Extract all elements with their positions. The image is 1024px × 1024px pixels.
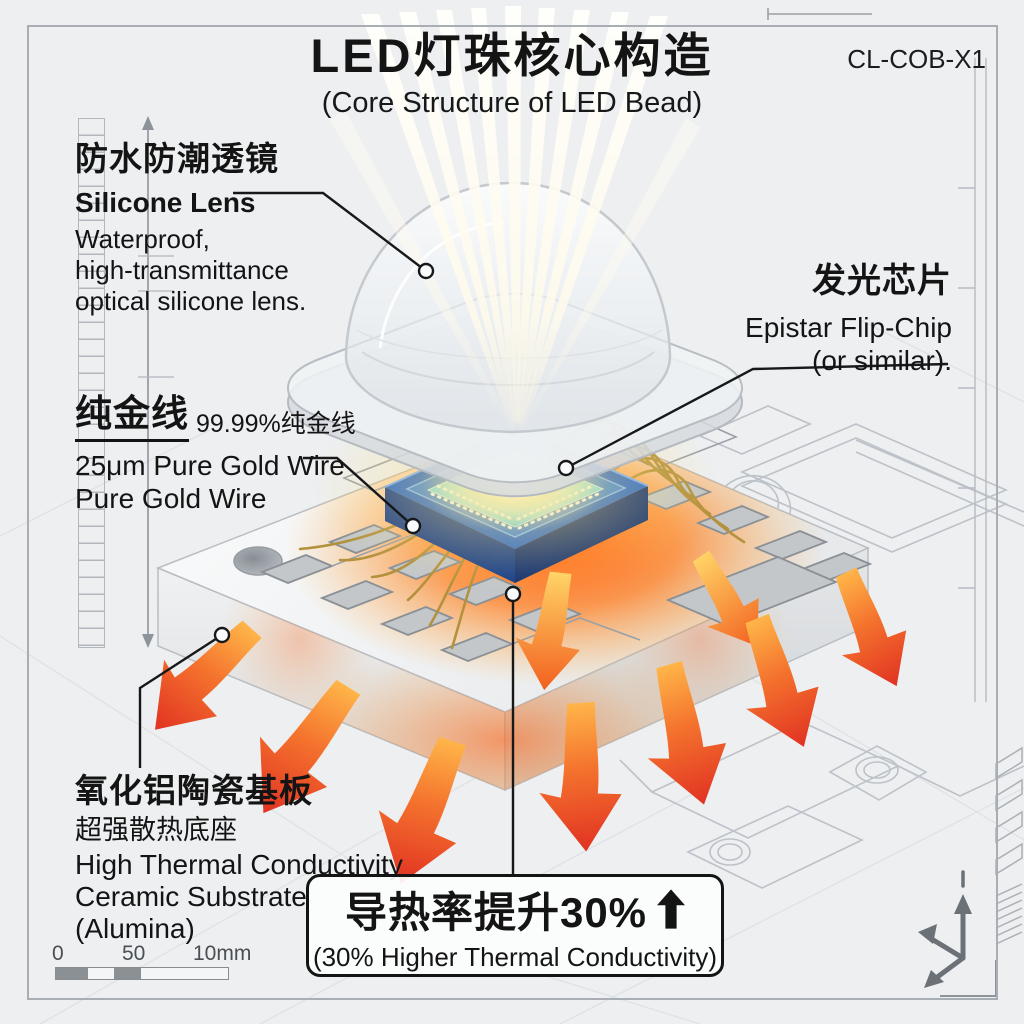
wire-label-note: 99.99%纯金线 bbox=[196, 409, 356, 438]
label-substrate: 氧化铝陶瓷基板 超强散热底座 High Thermal Conductivity… bbox=[75, 772, 403, 945]
light-rays bbox=[330, 6, 700, 430]
scale-tick-label: 0 bbox=[52, 942, 64, 965]
scale-bar: 0 50 10mm bbox=[0, 942, 260, 982]
right-ruler-lines bbox=[958, 58, 987, 702]
scale-segment bbox=[56, 968, 88, 979]
substrate-label-zh: 氧化铝陶瓷基板 bbox=[75, 772, 313, 809]
benefit-text-zh: 导热率提升30% bbox=[344, 888, 648, 936]
leader-line-substrate bbox=[138, 633, 223, 768]
dimension-line bbox=[138, 116, 174, 648]
label-gold-wire: 纯金线 99.99%纯金线 25μm Pure Gold Wire Pure G… bbox=[75, 393, 356, 515]
up-arrow-icon bbox=[657, 889, 686, 929]
chip-desc-line: (or similar). bbox=[812, 345, 952, 377]
leader-dot-wire bbox=[404, 517, 422, 535]
scale-segment bbox=[141, 968, 228, 979]
scale-tick-label: 10mm bbox=[193, 942, 252, 965]
scale-segment bbox=[114, 968, 141, 979]
leader-dot-substrate bbox=[213, 626, 231, 644]
scale-segment bbox=[88, 968, 114, 979]
leader-line-chip bbox=[565, 362, 949, 470]
lens-desc-line: optical silicone lens. bbox=[75, 286, 307, 317]
left-ruler-strip bbox=[78, 118, 105, 648]
chip-label-zh: 发光芯片 bbox=[812, 262, 952, 300]
corner-bracket bbox=[940, 960, 997, 997]
substrate-desc-line: (Alumina) bbox=[75, 912, 195, 944]
lens-desc-line: Waterproof, bbox=[75, 224, 210, 255]
axis-gizmo-icon bbox=[918, 870, 972, 988]
benefit-box: 导热率提升30% (30% Higher Thermal Conductivit… bbox=[306, 874, 724, 977]
lens-label-name: Silicone Lens bbox=[75, 186, 256, 218]
leader-dots bbox=[213, 262, 575, 644]
label-lens: 防水防潮透镜 Silicone Lens Waterproof, high-tr… bbox=[75, 140, 306, 317]
leader-dot-lens bbox=[417, 262, 435, 280]
scale-bar-segments bbox=[55, 967, 229, 980]
lens-label-zh: 防水防潮透镜 bbox=[75, 140, 279, 177]
substrate-desc-line: Ceramic Substrate bbox=[75, 880, 307, 912]
header: LED灯珠核心构造 (Core Structure of LED Bead) bbox=[0, 30, 1024, 120]
top-tick-mark bbox=[767, 8, 872, 20]
leader-dot-benefit bbox=[504, 585, 522, 603]
substrate-label-zh-sub: 超强散热底座 bbox=[75, 814, 237, 845]
leader-line-wire bbox=[303, 456, 414, 527]
leader-dot-chip bbox=[557, 459, 575, 477]
lens-desc-line: high-transmittance bbox=[75, 255, 289, 286]
leader-line-lens bbox=[233, 191, 427, 272]
chip-desc-line: Epistar Flip-Chip bbox=[745, 312, 952, 344]
page-title: LED灯珠核心构造 bbox=[310, 29, 714, 82]
wire-label-zh: 纯金线 bbox=[75, 393, 189, 442]
leader-lines bbox=[138, 191, 949, 876]
benefit-text-en: (30% Higher Thermal Conductivity) bbox=[312, 941, 718, 972]
label-chip: 发光芯片 Epistar Flip-Chip (or similar). bbox=[745, 262, 952, 377]
model-number: CL-COB-X1 bbox=[847, 44, 986, 74]
wire-desc-line: 25μm Pure Gold Wire bbox=[75, 449, 345, 481]
wire-desc-line: Pure Gold Wire bbox=[75, 482, 267, 514]
edge-hatch-strips bbox=[995, 746, 1023, 945]
scale-tick-label: 50 bbox=[122, 942, 146, 965]
page-subtitle: (Core Structure of LED Bead) bbox=[321, 87, 703, 119]
